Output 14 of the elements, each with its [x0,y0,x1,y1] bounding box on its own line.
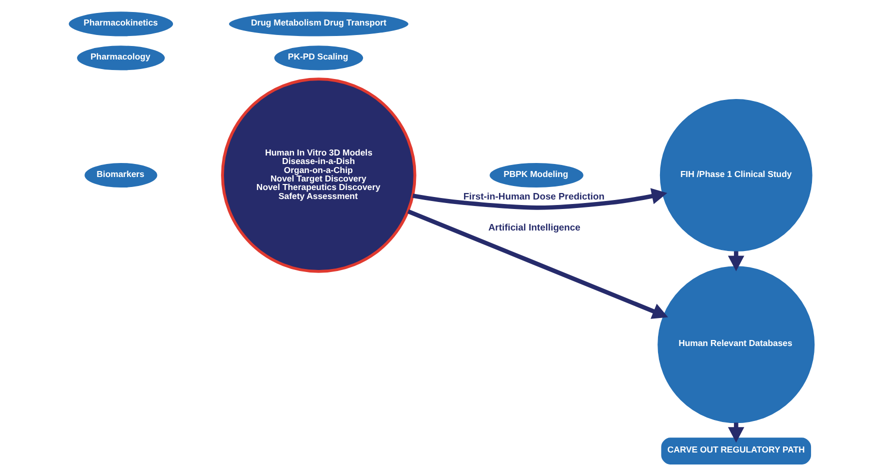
node-ellipse: Drug Metabolism Drug Transport [227,10,410,38]
node-ellipse: Biomarkers [82,162,158,189]
edge-label: First-in-Human Dose Prediction [462,190,604,202]
node-ellipse: Pharmacology [75,44,166,72]
node-circle: FIH /Phase 1 Clinical Study [659,99,812,252]
node-ellipse: Pharmacokinetics [66,10,174,38]
node-ellipse: PK-PD Scaling [272,44,364,72]
arrow [406,209,668,319]
edge-label: Artificial Intelligence [488,222,580,233]
node-circle: Human Relevant Databases [657,266,814,424]
arrow [412,188,667,210]
node-circle: Human In Vitro 3D Models Disease-in-a-Dish Organ-on-a-Chip Novel Target Discovery Novel Therapeutics Discovery Safety Assessment [220,78,416,273]
node-ellipse: PBPK Modeling [488,162,584,189]
node-box: CARVE OUT REGULATORY PATH [660,438,811,464]
